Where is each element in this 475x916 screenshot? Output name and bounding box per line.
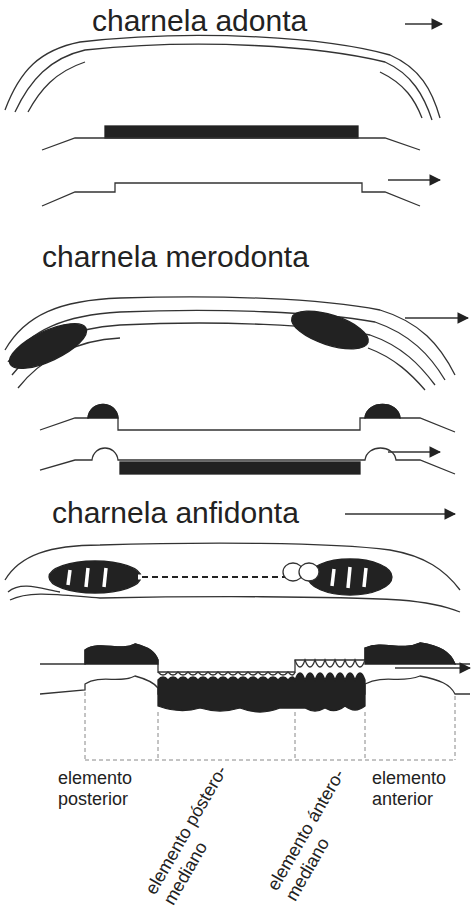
- section-heading: charnela anfidonta: [52, 496, 299, 531]
- hinge-plate: [40, 448, 455, 474]
- direction-arrow: [388, 451, 440, 452]
- direction-arrow: [388, 179, 440, 180]
- hinge-tooth: [308, 559, 392, 595]
- tooth-row: [295, 660, 365, 667]
- ligament-bar: [105, 126, 358, 138]
- shell-outline: [5, 35, 440, 120]
- hinge-plate: [42, 183, 420, 206]
- element-label: elemento anterior: [372, 768, 462, 809]
- shell-outline: [5, 543, 460, 612]
- element-label: elemento posterior: [58, 768, 150, 809]
- section-heading: charnela adonta: [92, 4, 307, 39]
- hinge-tooth: [49, 561, 141, 593]
- direction-arrow: [395, 667, 470, 668]
- hinge-plate: [40, 405, 455, 433]
- ligament-bar: [120, 462, 360, 474]
- section-heading: charnela merodonta: [42, 240, 309, 275]
- hinge-tooth: [287, 303, 372, 356]
- element-label: elemento póstero-mediano: [141, 760, 251, 909]
- direction-arrow: [405, 317, 468, 318]
- tooth-stripes: [68, 567, 366, 588]
- hinge-tooth: [4, 315, 93, 378]
- direction-arrow: [405, 23, 442, 24]
- element-label: elemento ántero-mediano: [263, 756, 373, 905]
- tooth-row: [158, 672, 295, 675]
- hinge-plate: [42, 138, 420, 150]
- direction-arrow: [345, 513, 455, 514]
- element-divider: [85, 692, 455, 760]
- hinge-teeth: [158, 673, 365, 712]
- hinge-plate: [40, 643, 470, 672]
